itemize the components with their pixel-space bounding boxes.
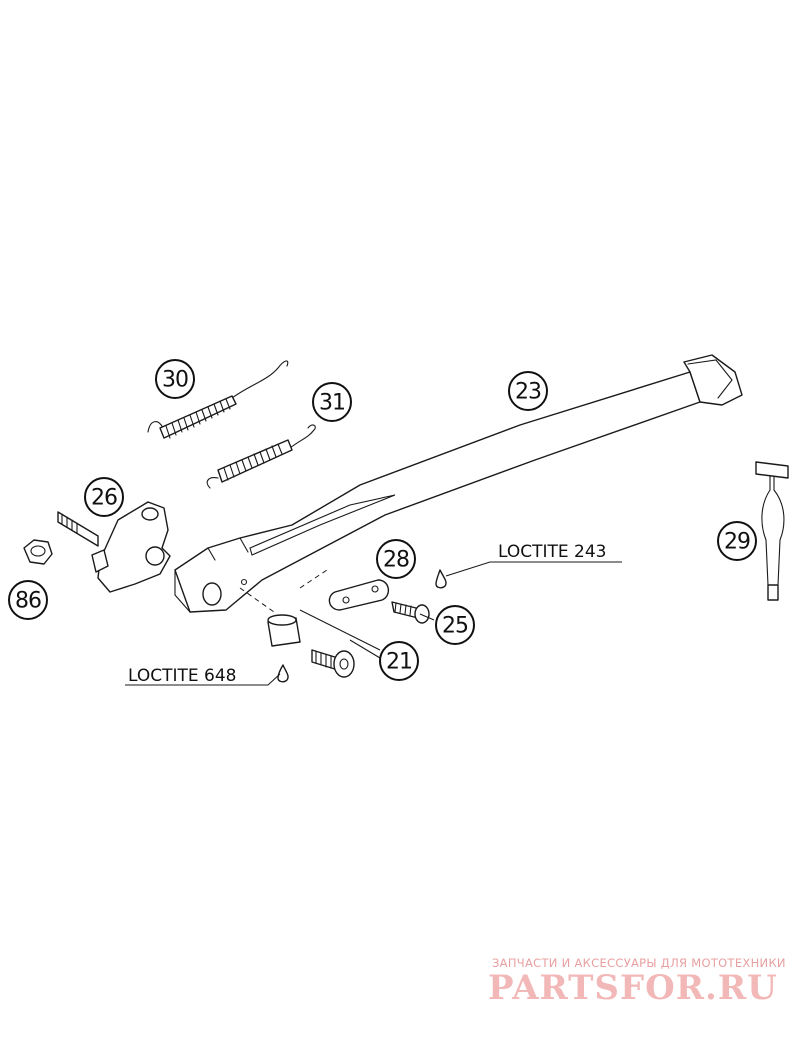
callout-23-label: 23	[515, 380, 541, 405]
bushing-21	[267, 614, 301, 647]
watermark-tagline: ЗАПЧАСТИ И АКСЕССУАРЫ ДЛЯ МОТОТЕХНИКИ	[492, 956, 786, 970]
callout-30: 30	[155, 359, 195, 399]
callout-86: 86	[8, 580, 48, 620]
callout-26-label: 26	[91, 486, 117, 511]
callout-30-label: 30	[162, 368, 188, 393]
side-stand-leg	[174, 354, 743, 613]
loctite-648-note: LOCTITE 648	[128, 666, 237, 686]
callout-26: 26	[84, 477, 124, 517]
callout-23: 23	[508, 371, 548, 411]
loctite-243-note: LOCTITE 243	[498, 542, 607, 562]
tool-29	[755, 461, 789, 601]
callout-31-label: 31	[319, 391, 345, 416]
bolt-21	[311, 649, 355, 678]
loctite-drop-648	[277, 664, 289, 683]
callout-21: 21	[379, 641, 419, 681]
callout-25-label: 25	[442, 614, 468, 639]
nut-86	[23, 539, 53, 565]
assembly-line	[239, 567, 331, 613]
plate-28	[328, 579, 389, 611]
spring-31	[206, 424, 316, 489]
callout-86-label: 86	[15, 589, 41, 614]
callout-31: 31	[312, 382, 352, 422]
leader-lines	[125, 561, 622, 686]
callout-28-label: 28	[383, 548, 409, 573]
screw-25	[391, 601, 430, 624]
pivot-bolt-bracket	[57, 501, 171, 593]
callout-28: 28	[376, 539, 416, 579]
callout-29-label: 29	[724, 530, 750, 555]
spring-30	[147, 360, 289, 439]
loctite-drop-243	[435, 569, 447, 589]
callout-21-label: 21	[386, 650, 412, 675]
watermark-logo: PARTSFOR.RU	[488, 968, 778, 1008]
callout-29: 29	[717, 521, 757, 561]
callout-25: 25	[435, 605, 475, 645]
